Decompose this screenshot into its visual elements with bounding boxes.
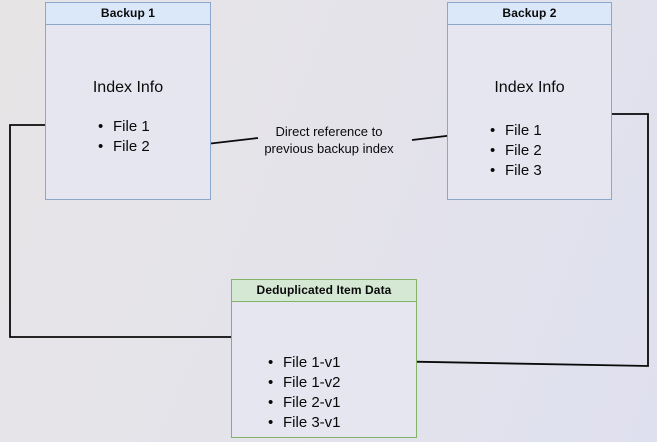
list-item: File 1 — [490, 121, 542, 141]
edge-label-line-1: Direct reference to — [275, 124, 383, 139]
list-item: File 3 — [490, 161, 542, 181]
list-item: File 1 — [98, 117, 150, 137]
node-deduplicated-item-data-header: Deduplicated Item Data — [232, 280, 416, 302]
edge-label-direct-reference: Direct reference to previous backup inde… — [248, 123, 410, 157]
node-deduplicated-item-data-body: File 1-v1 File 1-v2 File 2-v1 File 3-v1 — [232, 302, 416, 437]
node-backup-2-body: Index Info File 1 File 2 File 3 — [448, 25, 611, 199]
edge-label-line-2: previous backup index — [264, 141, 394, 156]
node-backup-1[interactable]: Backup 1 Index Info File 1 File 2 — [45, 2, 211, 200]
node-backup-2-header: Backup 2 — [448, 3, 611, 25]
list-item: File 2 — [490, 141, 542, 161]
backup-1-index-info-label: Index Info — [92, 79, 164, 96]
deduplicated-item-list: File 1-v1 File 1-v2 File 2-v1 File 3-v1 — [268, 353, 341, 433]
node-deduplicated-item-data[interactable]: Deduplicated Item Data File 1-v1 File 1-… — [231, 279, 417, 438]
backup-1-file-list: File 1 File 2 — [98, 117, 150, 157]
backup-2-index-info-label: Index Info — [494, 79, 565, 96]
list-item: File 1-v1 — [268, 353, 341, 373]
list-item: File 1-v2 — [268, 373, 341, 393]
node-backup-1-header: Backup 1 — [46, 3, 210, 25]
list-item: File 2-v1 — [268, 393, 341, 413]
list-item: File 3-v1 — [268, 413, 341, 433]
list-item: File 2 — [98, 137, 150, 157]
node-backup-1-body: Index Info File 1 File 2 — [46, 25, 210, 199]
node-backup-2[interactable]: Backup 2 Index Info File 1 File 2 File 3 — [447, 2, 612, 200]
backup-2-file-list: File 1 File 2 File 3 — [490, 121, 542, 181]
